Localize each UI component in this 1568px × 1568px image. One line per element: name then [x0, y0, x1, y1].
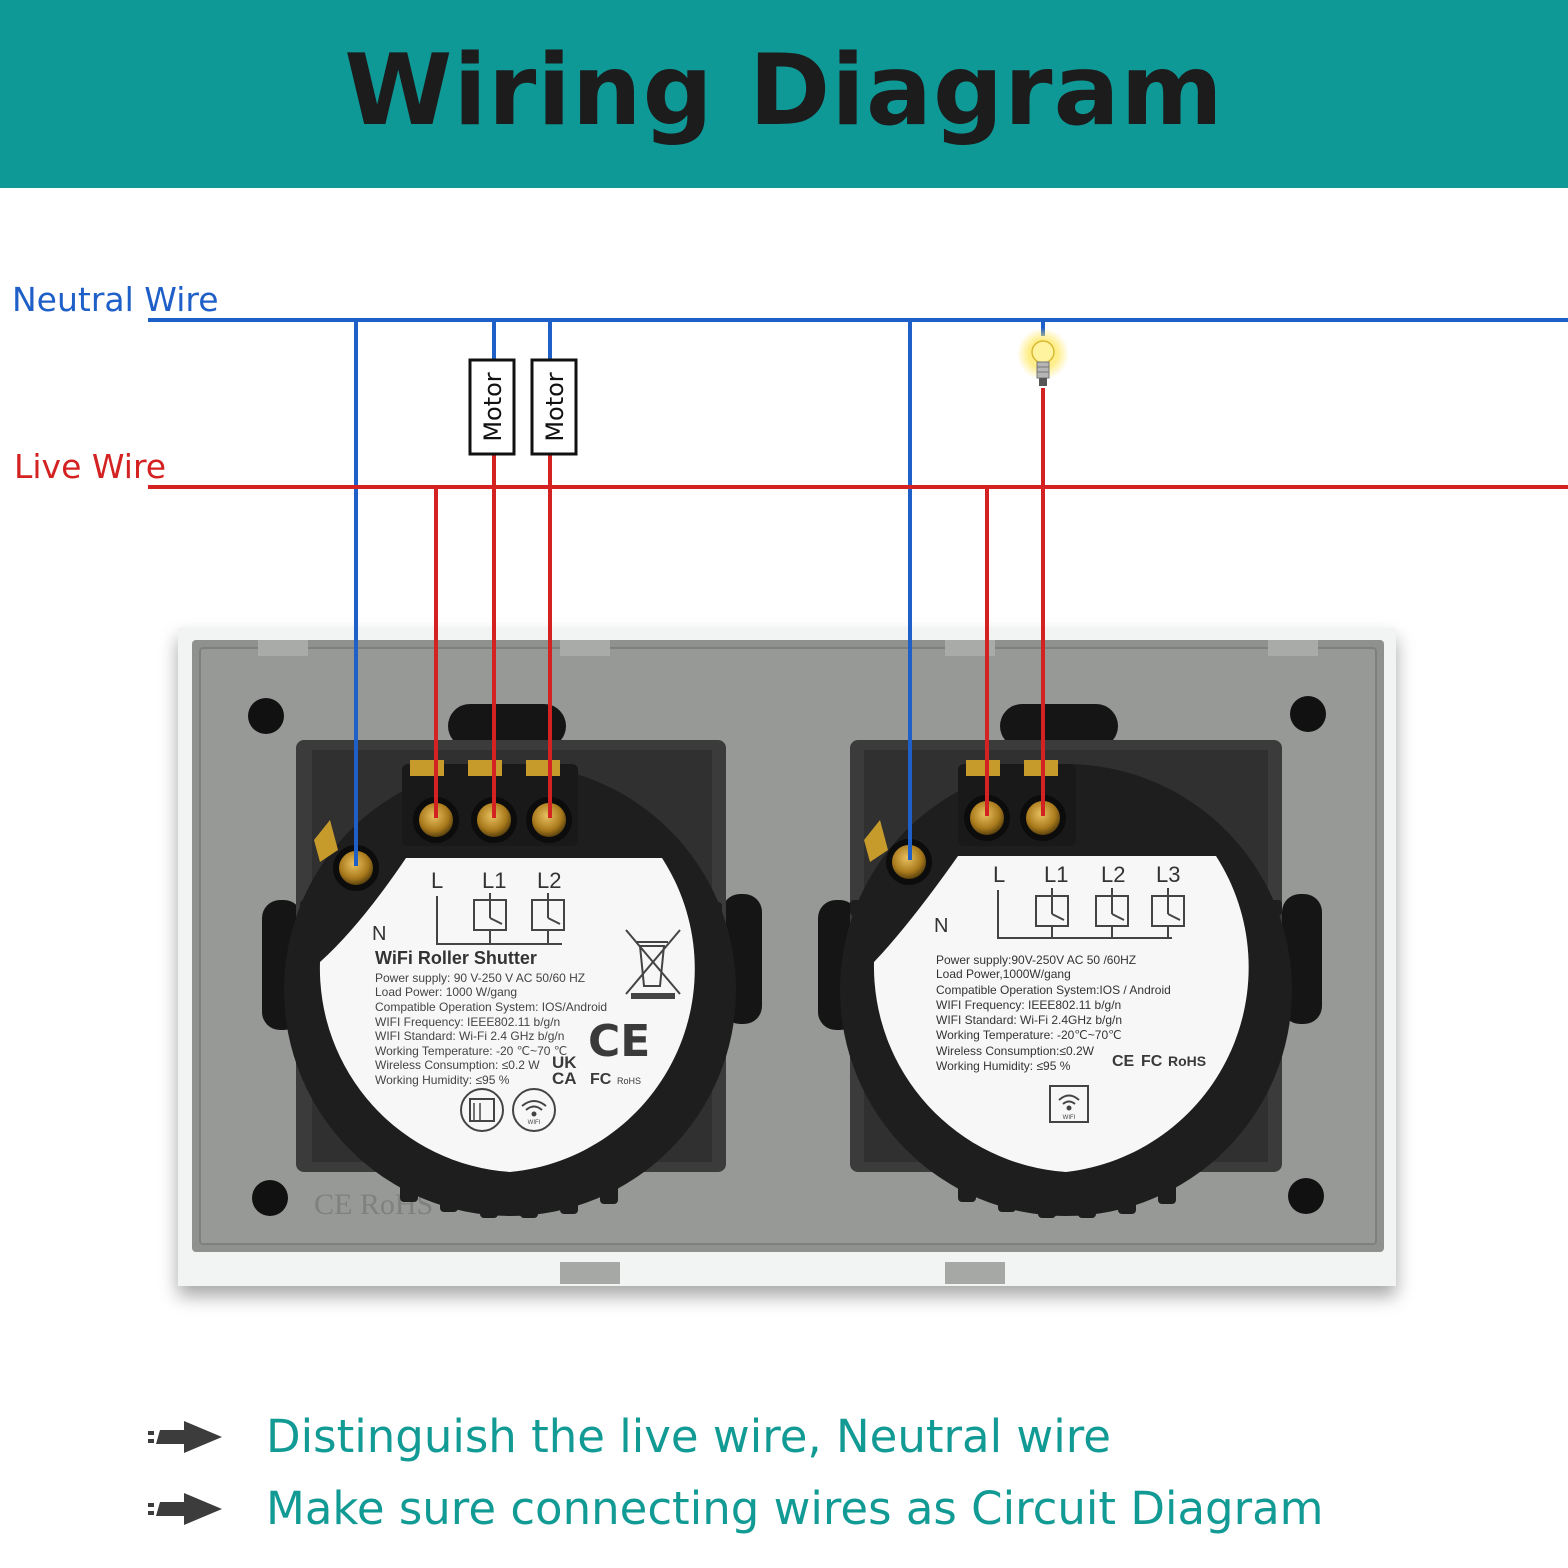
- svg-text:WIFI: WIFI: [528, 1120, 541, 1126]
- terminal-l2-label: L2: [1101, 862, 1125, 887]
- spec-line: Wireless Consumption:≤0.2W: [936, 1044, 1095, 1058]
- spec-line: WIFI Standard: Wi-Fi 2.4 GHz b/g/n: [375, 1029, 564, 1043]
- terminal-l1-label: L1: [482, 868, 506, 893]
- spec-line: Working Temperature: -20 ℃~70 ℃: [375, 1044, 567, 1058]
- rohs-mark: RoHS: [1168, 1053, 1206, 1069]
- spec-line: WIFI Standard: Wi-Fi 2.4GHz b/g/n: [936, 1013, 1122, 1027]
- light-bulb-icon: [1017, 328, 1069, 386]
- svg-text:Motor: Motor: [479, 372, 507, 441]
- ukca-mark: UK: [552, 1053, 577, 1072]
- roller-shutter-icon: [460, 1088, 504, 1132]
- note-item: Make sure connecting wires as Circuit Di…: [146, 1482, 1324, 1535]
- roller-shutter-module: N L L1 L2 WiFi Roller Shutter Power supp…: [284, 740, 736, 1218]
- terminal-l2-label: L2: [537, 868, 561, 893]
- wifi-icon: WIFI: [512, 1088, 556, 1132]
- ce-mark: CE: [1112, 1053, 1135, 1070]
- spec-line: Power supply: 90 V-250 V AC 50/60 HZ: [375, 971, 585, 985]
- fc-mark: FC: [1141, 1053, 1163, 1070]
- live-wire: [148, 388, 1568, 818]
- light-switch-module: N L L1 L2 L3 Power supply:90V-250V AC 50…: [840, 740, 1292, 1218]
- spec-line: WIFI Frequency: IEEE802.11 b/g/n: [936, 998, 1121, 1012]
- terminal-n-label: N: [934, 915, 948, 937]
- ce-mark: CE: [588, 1016, 650, 1067]
- switch-schematic: [997, 888, 1185, 939]
- mounting-hole: [1290, 696, 1326, 732]
- mounting-hole: [252, 1180, 288, 1216]
- svg-text:Motor: Motor: [541, 372, 569, 441]
- spec-line: WIFI Frequency: IEEE802.11 b/g/n: [375, 1015, 560, 1029]
- spec-line: Wireless Consumption: ≤0.2 W: [375, 1058, 540, 1072]
- wifi-icon: WIFI: [1049, 1085, 1089, 1123]
- terminal-l1-label: L1: [1044, 862, 1068, 887]
- note-text: Make sure connecting wires as Circuit Di…: [266, 1482, 1324, 1535]
- motor-load-1: Motor: [468, 358, 516, 456]
- mounting-hole: [1288, 1178, 1324, 1214]
- arrow-icon: [148, 1420, 222, 1453]
- spec-line: Compatible Operation System:IOS / Androi…: [936, 983, 1171, 997]
- terminal-l3-label: L3: [1156, 862, 1180, 887]
- neutral-wire-label: Neutral Wire: [12, 280, 219, 319]
- motor-load-2: Motor: [530, 358, 578, 456]
- spec-line: Working Humidity: ≤95 %: [936, 1059, 1071, 1073]
- live-wire-label: Live Wire: [14, 447, 167, 486]
- svg-text:WIFI: WIFI: [1063, 1115, 1076, 1121]
- spec-line: Compatible Operation System: IOS/Android: [375, 1000, 607, 1014]
- weee-bin-icon: [625, 929, 681, 999]
- switch-schematic: [436, 893, 565, 945]
- mounting-hole: [248, 698, 284, 734]
- spec-line: Power supply:90V-250V AC 50 /60HZ: [936, 953, 1136, 967]
- rohs-mark: RoHS: [617, 1076, 641, 1086]
- spec-line: Working Humidity: ≤95 %: [375, 1073, 510, 1087]
- spec-line: Load Power: 1000 W/gang: [375, 985, 517, 999]
- terminal-l-label: L: [431, 868, 443, 893]
- terminal-n-label: N: [372, 923, 386, 945]
- spec-line: Working Temperature: -20℃~70℃: [936, 1028, 1122, 1042]
- note-text: Distinguish the live wire, Neutral wire: [266, 1410, 1111, 1463]
- fc-mark: FC: [590, 1071, 612, 1088]
- spec-line: Load Power,1000W/gang: [936, 967, 1071, 981]
- ukca-mark: CA: [552, 1069, 577, 1088]
- note-item: Distinguish the live wire, Neutral wire: [146, 1410, 1111, 1463]
- header-banner: Wiring Diagram: [0, 0, 1568, 188]
- terminal-l-label: L: [993, 862, 1005, 887]
- page-title: Wiring Diagram: [344, 34, 1224, 148]
- module-title: WiFi Roller Shutter: [375, 948, 537, 968]
- arrow-icon: [148, 1492, 222, 1525]
